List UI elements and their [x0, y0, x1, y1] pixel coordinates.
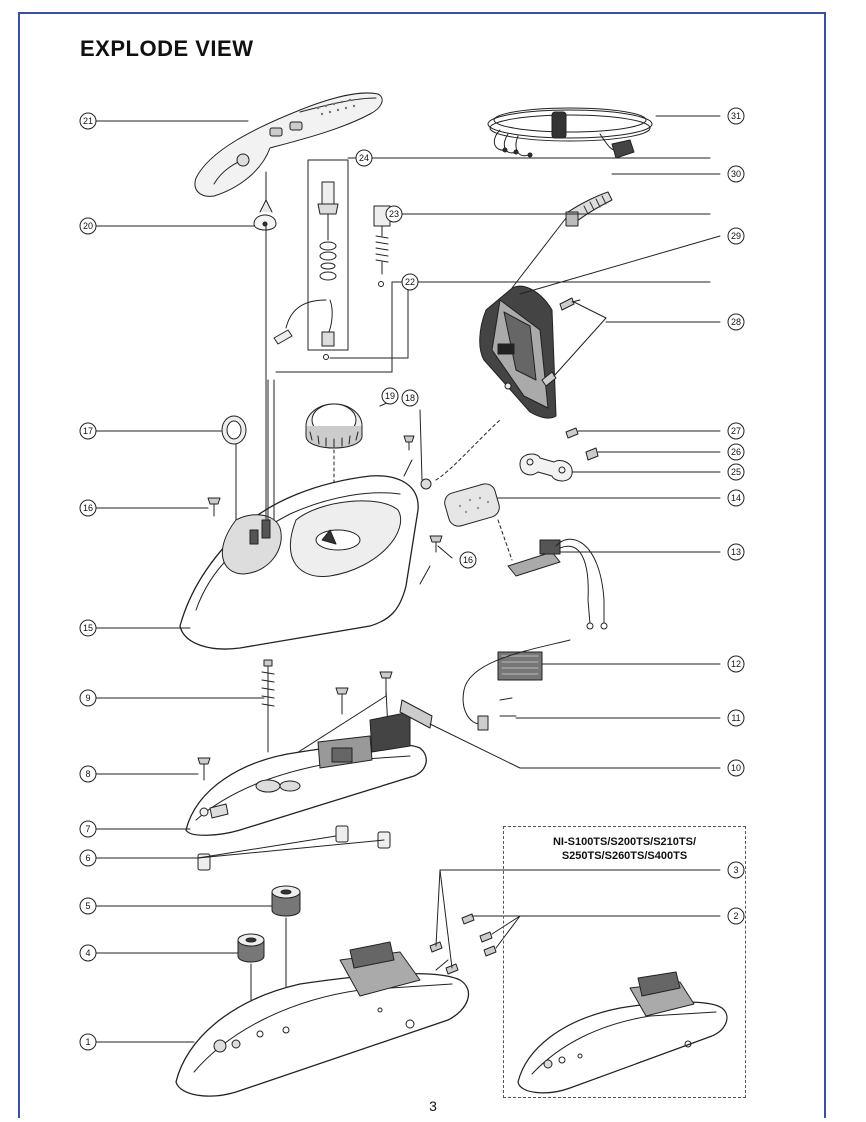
insulator-part [444, 483, 500, 527]
callout-9: 9 [79, 689, 97, 707]
page-title: EXPLODE VIEW [80, 36, 254, 61]
svg-text:17: 17 [83, 426, 93, 436]
callout-18: 18 [401, 389, 419, 407]
callout-20: 20 [79, 217, 97, 235]
svg-text:1: 1 [85, 1037, 90, 1047]
callout-14: 14 [727, 489, 745, 507]
soleplate-part [175, 941, 470, 1097]
page-number: 3 [429, 1098, 437, 1114]
svg-text:28: 28 [731, 317, 741, 327]
steam-valve-part [373, 205, 391, 287]
callout-11: 11 [727, 709, 745, 727]
svg-text:20: 20 [83, 221, 93, 231]
svg-text:7: 7 [85, 824, 90, 834]
callout-4: 4 [79, 944, 97, 962]
terminal-part [462, 639, 571, 731]
svg-text:16: 16 [463, 555, 473, 565]
callout-16: 16 [79, 499, 97, 517]
base-plate-part [185, 699, 433, 836]
svg-text:22: 22 [405, 277, 415, 287]
cord-guard-part [565, 191, 613, 227]
body-screws-part [207, 419, 501, 585]
svg-text:5: 5 [85, 901, 90, 911]
page-frame [18, 12, 826, 1118]
callout-13: 13 [727, 543, 745, 561]
callout-7: 7 [79, 820, 97, 838]
rod-part [261, 659, 275, 753]
callout-19: 19 [381, 387, 399, 405]
callout-22: 22 [401, 273, 419, 291]
svg-text:27: 27 [731, 426, 741, 436]
rear-cover-part [479, 217, 567, 419]
svg-text:10: 10 [731, 763, 741, 773]
svg-text:3: 3 [733, 865, 738, 875]
leader-lines [95, 115, 721, 1043]
ring-part [221, 415, 247, 541]
svg-text:6: 6 [85, 853, 90, 863]
soleplate-screws-part [429, 913, 497, 975]
callout-21: 21 [79, 112, 97, 130]
svg-text:19: 19 [385, 391, 395, 401]
callout-23: 23 [385, 205, 403, 223]
thermostat-part [497, 519, 608, 630]
callout-1: 1 [79, 1033, 97, 1051]
callout-8: 8 [79, 765, 97, 783]
callout-layer: 1234567891011121314151616171819202122232… [79, 107, 745, 1051]
power-cord-part [487, 107, 653, 159]
svg-text:21: 21 [83, 116, 93, 126]
callout-24: 24 [355, 149, 373, 167]
callout-6: 6 [79, 849, 97, 867]
svg-text:8: 8 [85, 769, 90, 779]
svg-text:25: 25 [731, 467, 741, 477]
feet-part [197, 825, 391, 871]
svg-text:12: 12 [731, 659, 741, 669]
callout-26: 26 [727, 443, 745, 461]
spray-pump-part [273, 159, 349, 360]
callout-12: 12 [727, 655, 745, 673]
svg-text:9: 9 [85, 693, 90, 703]
knob-part [253, 171, 277, 231]
svg-text:23: 23 [389, 209, 399, 219]
svg-text:18: 18 [405, 393, 415, 403]
callout-2: 2 [727, 907, 745, 925]
callout-3: 3 [727, 861, 745, 879]
svg-text:26: 26 [731, 447, 741, 457]
callout-16: 16 [459, 551, 477, 569]
callout-31: 31 [727, 107, 745, 125]
inset-soleplate-part [517, 971, 728, 1094]
callout-25: 25 [727, 463, 745, 481]
callout-10: 10 [727, 759, 745, 777]
svg-text:24: 24 [359, 153, 369, 163]
iron-body-part [179, 225, 419, 650]
svg-text:16: 16 [83, 503, 93, 513]
callout-5: 5 [79, 897, 97, 915]
svg-text:14: 14 [731, 493, 741, 503]
svg-text:31: 31 [731, 111, 741, 121]
callout-27: 27 [727, 422, 745, 440]
svg-text:15: 15 [83, 623, 93, 633]
callout-29: 29 [727, 227, 745, 245]
svg-text:30: 30 [731, 169, 741, 179]
svg-text:11: 11 [731, 713, 740, 723]
cylinder-part [237, 885, 301, 1031]
callout-28: 28 [727, 313, 745, 331]
callout-17: 17 [79, 422, 97, 440]
model-variant-inset: NI-S100TS/S200TS/S210TS/ S250TS/S260TS/S… [503, 826, 746, 1098]
screw-part-28 [541, 297, 607, 387]
callout-30: 30 [727, 165, 745, 183]
small-screw-part [519, 427, 599, 482]
svg-text:13: 13 [731, 547, 741, 557]
handle-cover-part [194, 92, 383, 197]
svg-text:29: 29 [731, 231, 741, 241]
svg-text:2: 2 [733, 911, 738, 921]
inset-model-label: NI-S100TS/S200TS/S210TS/ S250TS/S260TS/S… [552, 836, 697, 862]
mica-sheet-part [497, 651, 543, 681]
svg-text:4: 4 [85, 948, 90, 958]
callout-15: 15 [79, 619, 97, 637]
